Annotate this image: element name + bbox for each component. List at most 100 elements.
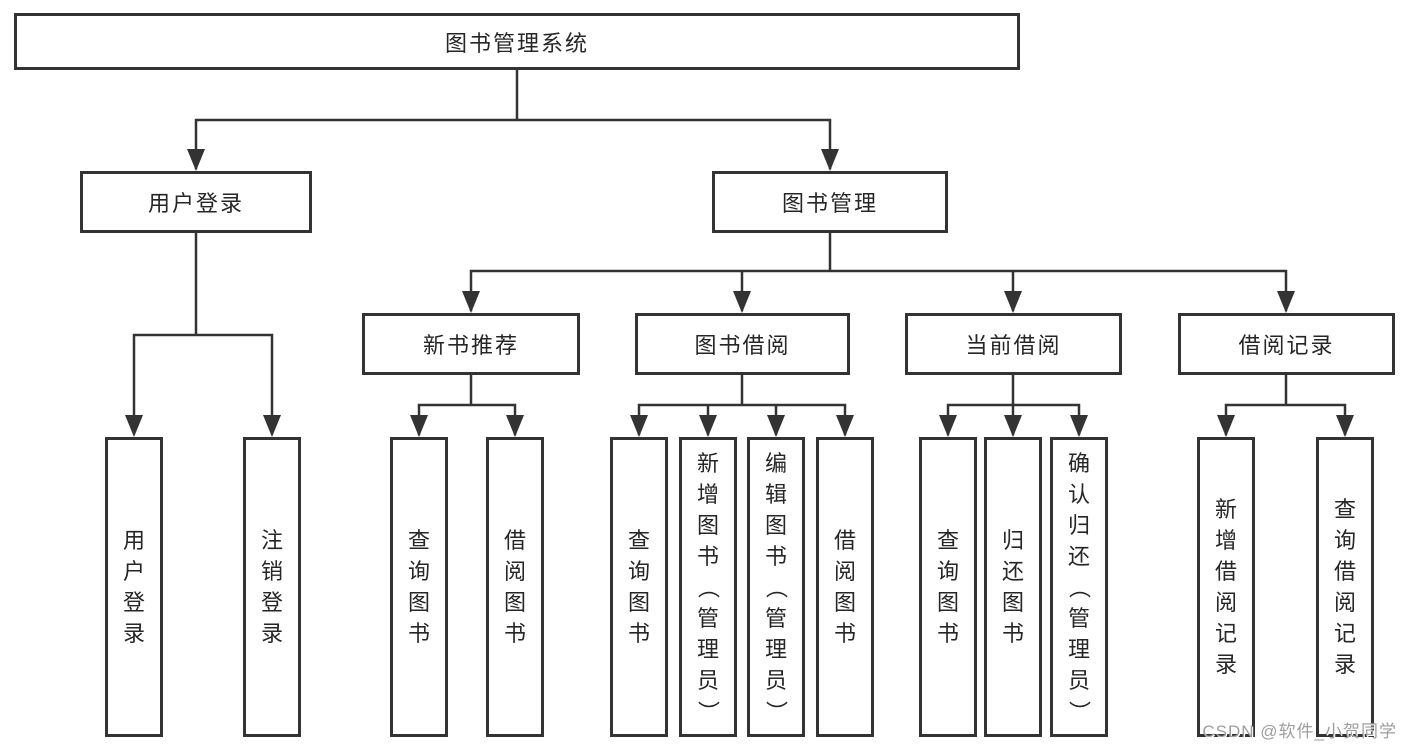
vertical-char: 书 <box>407 621 430 646</box>
arrow-down-icon <box>263 415 281 437</box>
arrow-down-icon <box>462 291 480 313</box>
edge-new-book-recommendation-to-leaves <box>417 373 517 436</box>
arrow-down-icon <box>1004 415 1022 437</box>
vertical-char: 书 <box>696 543 719 569</box>
arrow-down-icon <box>767 415 785 437</box>
vertical-char: 借 <box>503 528 526 553</box>
leaf-user-login: 用户登录 <box>105 437 163 737</box>
vertical-char: 书 <box>764 543 787 569</box>
vertical-char: 认 <box>1067 481 1090 507</box>
vertical-char: 辑 <box>764 481 787 507</box>
arrow-down-icon <box>821 149 839 171</box>
vertical-char: 书 <box>627 621 650 646</box>
edge-book-borrowing-to-leaves <box>637 373 847 436</box>
edge-lines <box>132 68 1347 436</box>
arrow-down-icon <box>506 415 524 437</box>
vertical-char: 查 <box>627 528 650 553</box>
csdn-watermark: CSDN @软件_小贺同学 <box>1202 722 1397 741</box>
vertical-char: 询 <box>407 559 430 584</box>
vertical-char: 书 <box>503 621 526 646</box>
vertical-char: 员 <box>764 667 787 693</box>
arrow-down-icon <box>630 415 648 437</box>
vertical-char: 销 <box>260 559 283 584</box>
vertical-char: 录 <box>122 621 145 646</box>
vertical-char: 录 <box>1333 652 1356 677</box>
node-current-borrowing: 当前借阅 <box>905 313 1122 375</box>
vertical-char: （ <box>763 575 789 599</box>
vertical-char: 图 <box>627 590 650 615</box>
leaf-query-books: 查询图书 <box>610 437 668 737</box>
leaf-add-books-admin: 新增图书（管理员） <box>679 437 737 737</box>
vertical-char: 阅 <box>503 559 526 584</box>
vertical-char: 登 <box>260 590 283 615</box>
vertical-char: 阅 <box>1214 590 1237 615</box>
vertical-char: 管 <box>1067 605 1090 631</box>
vertical-char: 增 <box>1214 528 1237 553</box>
vertical-char: 归 <box>1067 512 1090 538</box>
vertical-char: 管 <box>764 605 787 631</box>
vertical-char: 询 <box>1333 528 1356 553</box>
leaf-borrow-books: 借阅图书 <box>816 437 874 737</box>
vertical-char: 图 <box>833 590 856 615</box>
edge-user-login-to-leaves <box>132 231 274 435</box>
vertical-char: 理 <box>764 636 787 662</box>
vertical-char: 书 <box>833 621 856 646</box>
leaf-query-books: 查询图书 <box>919 437 977 737</box>
vertical-char: 查 <box>1333 497 1356 522</box>
vertical-char: 确 <box>1067 450 1090 476</box>
vertical-char: 书 <box>936 621 959 646</box>
vertical-char: 录 <box>1214 652 1237 677</box>
vertical-char: ） <box>695 699 721 723</box>
vertical-char: 图 <box>696 512 719 538</box>
vertical-char: 管 <box>696 605 719 631</box>
arrow-down-icon <box>1004 291 1022 313</box>
arrow-down-icon <box>410 415 428 437</box>
node-root-library-management-system: 图书管理系统 <box>14 13 1020 70</box>
vertical-char: ） <box>1066 699 1092 723</box>
leaf-logout: 注销登录 <box>243 437 301 737</box>
arrow-down-icon <box>125 415 143 437</box>
arrow-down-icon <box>836 415 854 437</box>
vertical-char: 新 <box>1214 497 1237 522</box>
arrow-down-icon <box>733 291 751 313</box>
vertical-char: 借 <box>1214 559 1237 584</box>
vertical-char: 书 <box>1001 621 1024 646</box>
vertical-char: 注 <box>260 528 283 553</box>
vertical-char: 询 <box>936 559 959 584</box>
leaf-borrow-books: 借阅图书 <box>486 437 544 737</box>
leaf-query-books: 查询图书 <box>390 437 448 737</box>
node-borrowing-records: 借阅记录 <box>1178 313 1395 375</box>
edge-current-borrowing-to-leaves <box>946 373 1081 436</box>
vertical-char: 图 <box>1001 590 1024 615</box>
arrow-down-icon <box>187 149 205 171</box>
vertical-char: 登 <box>122 590 145 615</box>
vertical-char: 还 <box>1067 543 1090 569</box>
vertical-char: 查 <box>936 528 959 553</box>
vertical-char: 用 <box>122 528 145 553</box>
node-book-borrowing: 图书借阅 <box>635 313 850 375</box>
vertical-char: （ <box>1066 575 1092 599</box>
vertical-char: 借 <box>833 528 856 553</box>
arrow-down-icon <box>1336 415 1354 437</box>
vertical-char: 记 <box>1333 621 1356 646</box>
edge-root-to-level2 <box>194 68 832 170</box>
edge-book-management-to-level3 <box>469 231 1288 312</box>
leaf-return-books: 归还图书 <box>984 437 1042 737</box>
vertical-char: 录 <box>260 621 283 646</box>
vertical-char: 询 <box>627 559 650 584</box>
vertical-char: 理 <box>696 636 719 662</box>
arrow-down-icon <box>1277 291 1295 313</box>
vertical-char: 员 <box>1067 667 1090 693</box>
vertical-char: 增 <box>696 481 719 507</box>
vertical-char: 阅 <box>1333 590 1356 615</box>
arrow-down-icon <box>1070 415 1088 437</box>
leaf-query-borrow-record: 查询借阅记录 <box>1316 437 1374 737</box>
node-new-book-recommendation: 新书推荐 <box>362 313 580 375</box>
vertical-char: 记 <box>1214 621 1237 646</box>
vertical-char: 新 <box>696 450 719 476</box>
leaf-edit-books-admin: 编辑图书（管理员） <box>747 437 805 737</box>
arrow-down-icon <box>939 415 957 437</box>
vertical-char: （ <box>695 575 721 599</box>
edge-borrowing-records-to-leaves <box>1224 373 1347 436</box>
